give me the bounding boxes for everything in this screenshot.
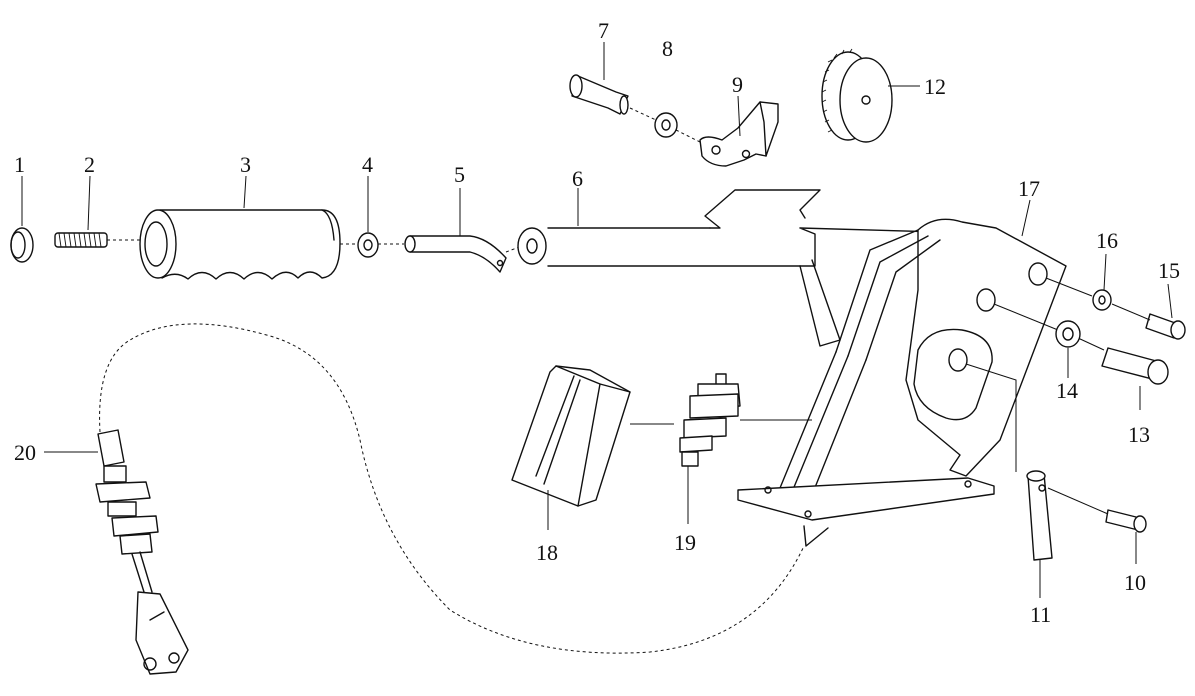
part-14-washer	[1055, 320, 1081, 348]
callout-6: 6	[572, 166, 583, 191]
callout-1: 1	[14, 152, 25, 177]
part-8-washer	[654, 112, 678, 138]
callout-20: 20	[14, 440, 36, 465]
part-5-bent-pin	[404, 235, 507, 273]
cable-path	[99, 323, 805, 654]
part-13-pin	[1101, 347, 1169, 385]
part-11-sleeve	[1026, 470, 1053, 561]
part-4-washer	[357, 232, 379, 258]
part-19-adjuster-bolt	[679, 373, 741, 467]
part-9-pawl	[699, 101, 779, 167]
part-7-clevis-pin	[569, 74, 629, 115]
part-1-end-cap	[10, 227, 34, 263]
part-15-pin	[1145, 313, 1186, 340]
part-20-cable-clevis	[95, 429, 189, 675]
part-2-spring	[54, 232, 108, 248]
callout-17: 17	[1018, 176, 1040, 201]
callout-3: 3	[240, 152, 251, 177]
callout-15: 15	[1158, 258, 1180, 283]
part-10-pin	[1105, 509, 1147, 533]
callout-10: 10	[1124, 570, 1146, 595]
leader-lines	[21, 42, 1173, 598]
callout-11: 11	[1030, 602, 1051, 627]
part-18-pedal-pad	[511, 365, 631, 507]
callout-labels: 1 2 3 4 5 6 7 8 9 10 11 12 13 14 15 16 1…	[14, 18, 1180, 627]
callout-13: 13	[1128, 422, 1150, 447]
callout-5: 5	[454, 162, 465, 187]
callout-4: 4	[362, 152, 373, 177]
callout-2: 2	[84, 152, 95, 177]
part-3-grip-handle	[139, 209, 341, 280]
part-6-lever-rod	[517, 189, 821, 267]
callout-9: 9	[732, 72, 743, 97]
callout-16: 16	[1096, 228, 1118, 253]
part-16-washer	[1092, 289, 1112, 311]
callout-8: 8	[662, 36, 673, 61]
callout-7: 7	[598, 18, 609, 43]
callout-19: 19	[674, 530, 696, 555]
callout-14: 14	[1056, 378, 1078, 403]
callout-12: 12	[924, 74, 946, 99]
part-12-knurled-knob	[821, 48, 893, 143]
callout-18: 18	[536, 540, 558, 565]
part-17-bracket	[737, 218, 1067, 547]
